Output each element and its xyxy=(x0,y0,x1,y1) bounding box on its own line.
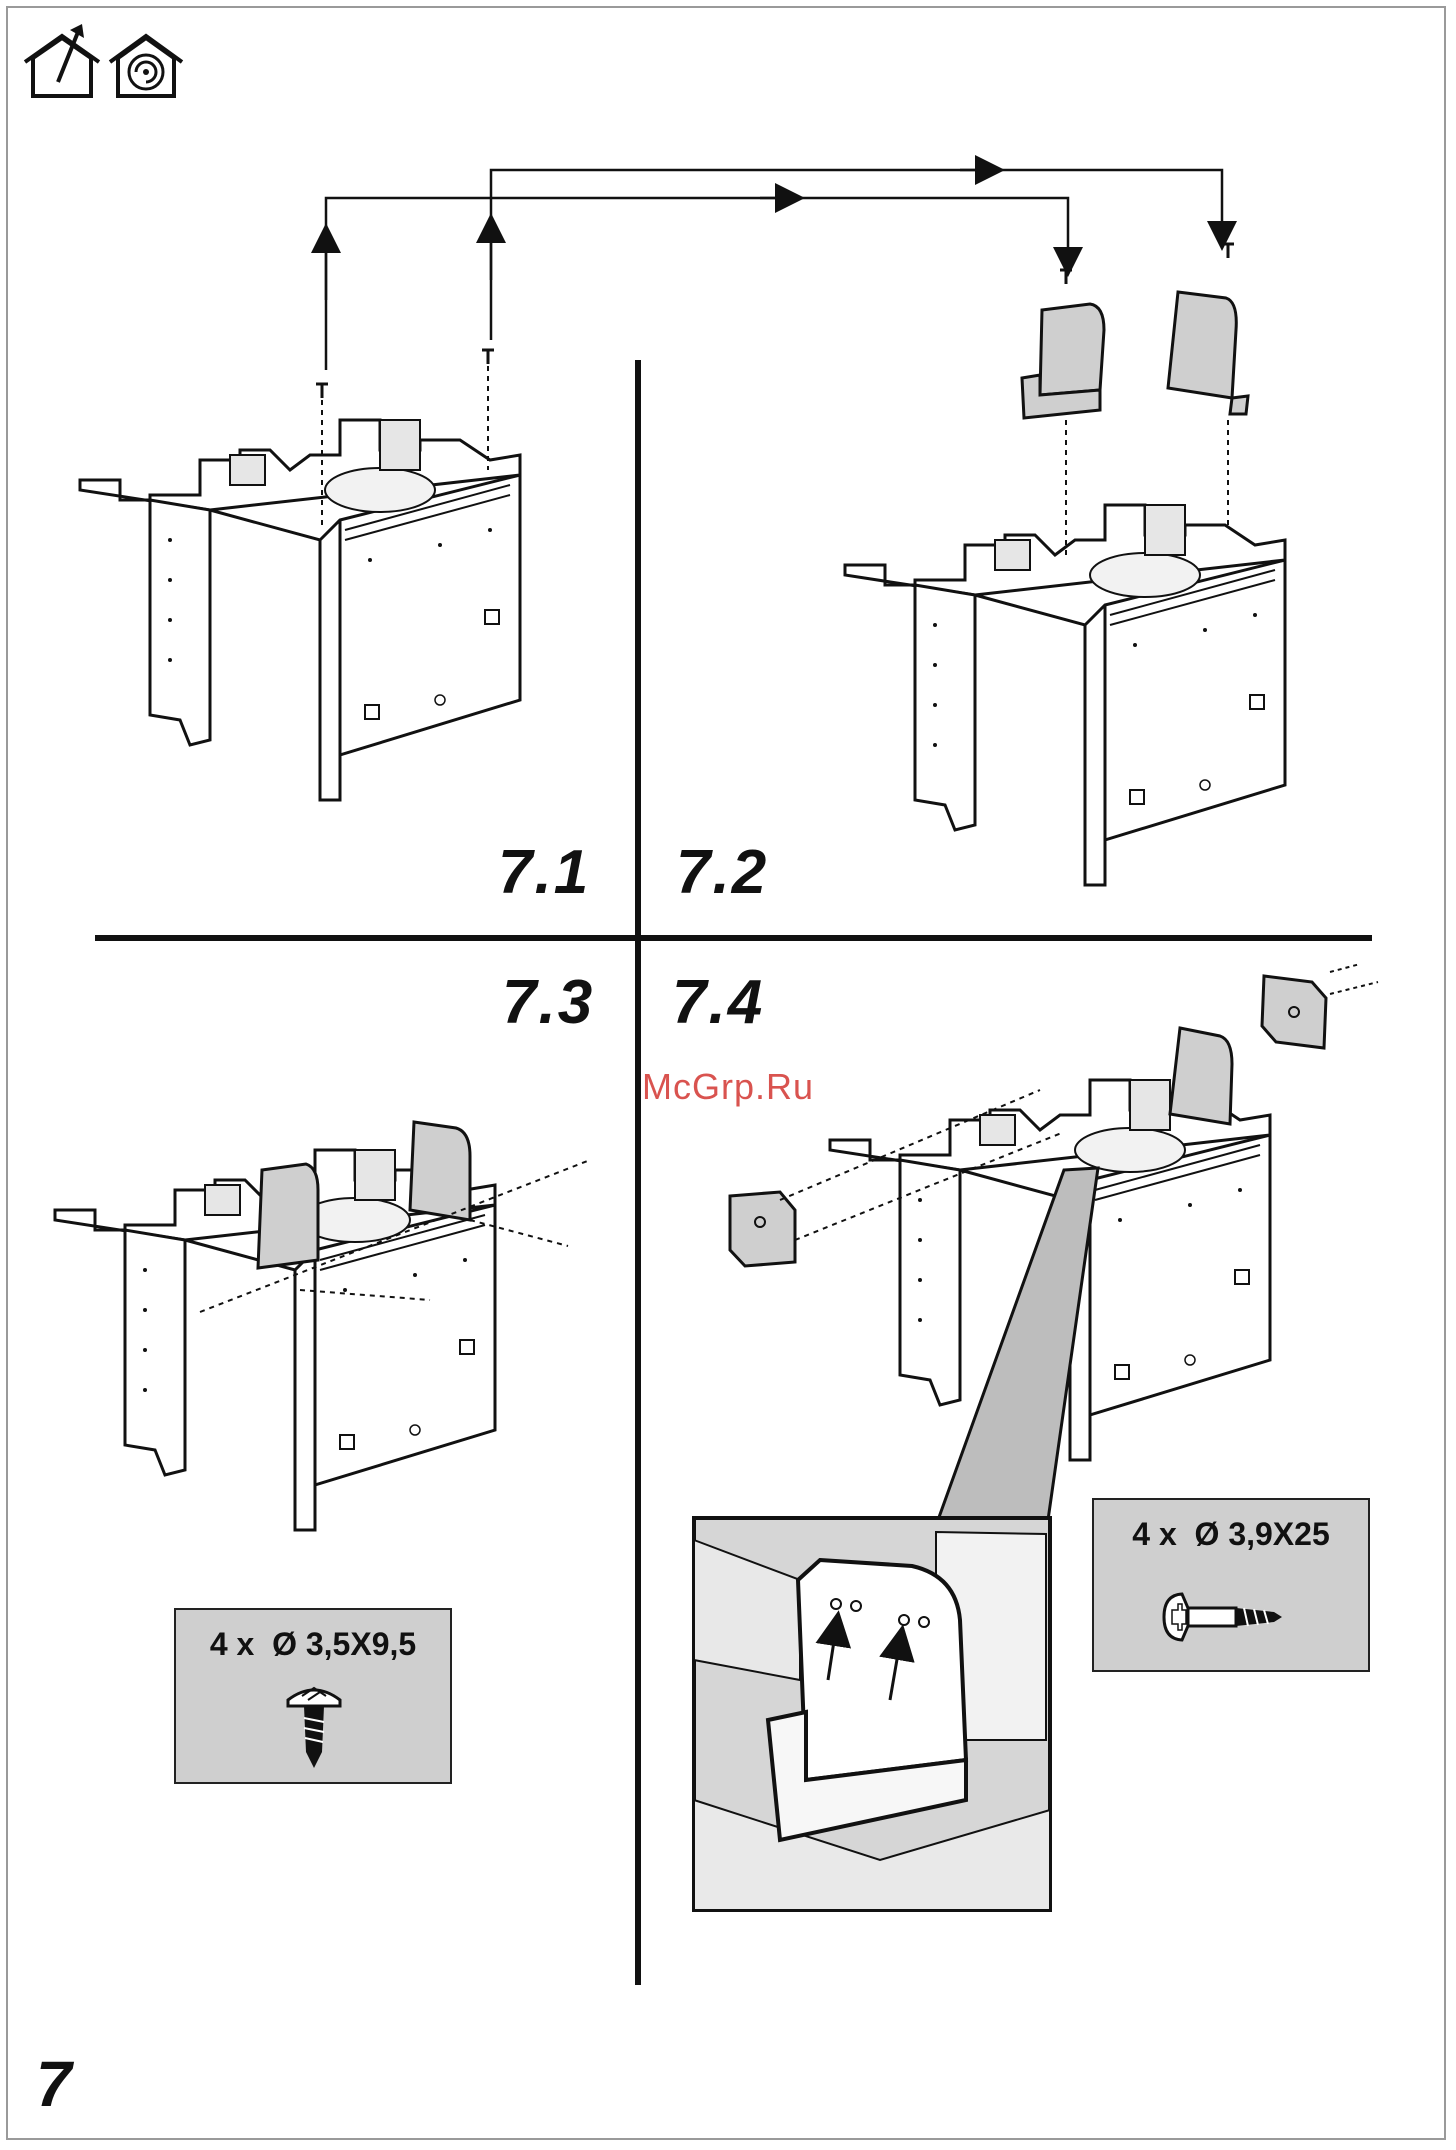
step-label-7-1: 7.1 xyxy=(498,842,590,904)
spacer-block-right xyxy=(1262,976,1326,1048)
screw-7-2-left xyxy=(1060,270,1072,284)
screw-7-2-right xyxy=(1222,244,1234,258)
bracket-7-4-right xyxy=(1170,1028,1232,1124)
bracket-7-3-left xyxy=(258,1164,318,1268)
screw-size: Ø 3,9X25 xyxy=(1195,1516,1330,1553)
step-7-2-diagram xyxy=(845,505,1285,885)
step-label-7-2: 7.2 xyxy=(676,842,768,904)
screw-spec-text: 4 x Ø 3,9X25 xyxy=(1094,1516,1368,1553)
screw-spec-box-7-4: 4 x Ø 3,9X25 xyxy=(1092,1498,1370,1672)
screw-quantity: 4 x xyxy=(1132,1516,1176,1553)
spacer-block-left xyxy=(730,1192,795,1266)
bracket-7-3-right xyxy=(410,1122,470,1220)
step-7-1-diagram xyxy=(80,420,520,800)
zoom-callout-beam xyxy=(938,1168,1098,1520)
screw-spec-text: 4 x Ø 3,5X9,5 xyxy=(176,1626,450,1663)
screw-spec-box-7-3: 4 x Ø 3,5X9,5 xyxy=(174,1608,452,1784)
step-label-7-4: 7.4 xyxy=(672,972,764,1034)
screw-quantity: 4 x xyxy=(210,1626,254,1663)
screw-7-1-right xyxy=(482,350,494,364)
pan-head-screw-icon xyxy=(284,1682,344,1772)
step-label-7-3: 7.3 xyxy=(502,972,594,1034)
detail-zoom-panel xyxy=(694,1518,1050,1910)
page-number: 7 xyxy=(36,2052,72,2116)
house-recirculation-icon xyxy=(110,36,182,96)
house-exhaust-icon xyxy=(25,24,99,96)
screw-7-1-left xyxy=(316,384,328,398)
watermark: McGrp.Ru xyxy=(642,1066,814,1108)
bracket-7-2-right xyxy=(1168,292,1248,414)
bracket-7-2-left xyxy=(1022,304,1104,418)
screw-size: Ø 3,5X9,5 xyxy=(272,1626,416,1663)
countersunk-screw-icon xyxy=(1156,1590,1286,1644)
